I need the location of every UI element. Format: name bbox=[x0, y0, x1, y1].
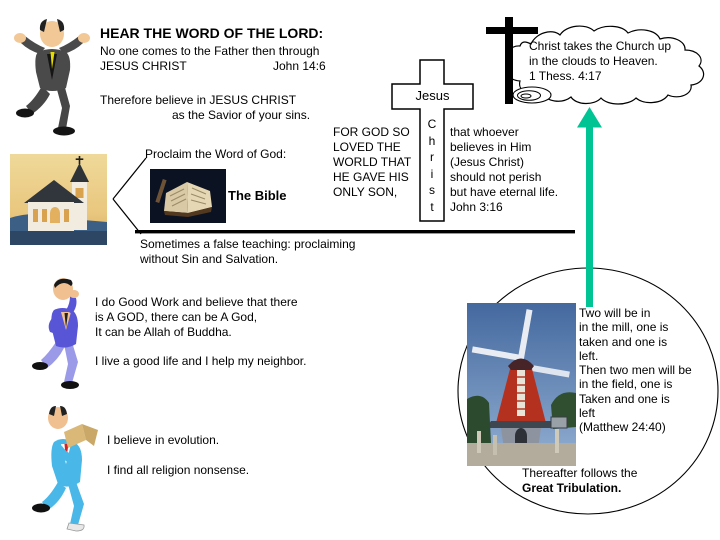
evolution-text: I believe in evolution. bbox=[107, 433, 220, 447]
cross-icon-bar bbox=[486, 27, 538, 34]
reading-man-clipart bbox=[32, 406, 98, 532]
false-teaching-line1: Sometimes a false teaching: proclaiming bbox=[140, 237, 356, 251]
preacher-clipart bbox=[14, 19, 90, 136]
great-tribulation-text: Great Tribulation. bbox=[522, 481, 622, 495]
proud-man-clipart bbox=[32, 278, 79, 389]
thereafter-text: Thereafter follows the bbox=[522, 466, 638, 480]
windmill-photo bbox=[467, 303, 576, 466]
jesus-cross-shape bbox=[391, 59, 474, 222]
nonsense-text: I find all religion nonsense. bbox=[107, 463, 250, 477]
bible-caption: The Bible bbox=[228, 188, 287, 203]
rapture-arrow-icon bbox=[577, 107, 602, 307]
no-one-line2: JESUS CHRIST bbox=[100, 59, 187, 73]
john-14-6-reference: John 14:6 bbox=[273, 59, 326, 73]
false-teaching-line2: without Sin and Salvation. bbox=[140, 252, 279, 266]
good-life-text: I live a good life and I help my neighbo… bbox=[95, 354, 307, 368]
cloud-callout-text: Christ takes the Church up in the clouds… bbox=[529, 39, 672, 83]
open-bible-photo bbox=[150, 169, 226, 223]
connector-line-proclaim bbox=[112, 157, 147, 200]
cross-icon bbox=[505, 17, 513, 104]
cross-jesus-label: Jesus bbox=[415, 88, 450, 103]
divider-line bbox=[135, 230, 575, 234]
therefore-line2: as the Savior of your sins. bbox=[172, 108, 311, 122]
proclaim-label: Proclaim the Word of God: bbox=[145, 147, 287, 161]
good-works-text: I do Good Work and believe that there is… bbox=[95, 295, 298, 339]
connector-line-divider bbox=[112, 198, 142, 235]
cloud-tail-icon bbox=[512, 86, 552, 104]
no-one-line1: No one comes to the Father then through bbox=[100, 44, 320, 58]
page-title: HEAR THE WORD OF THE LORD: bbox=[100, 25, 324, 41]
church-photo bbox=[10, 154, 107, 245]
therefore-line1: Therefore believe in JESUS CHRIST bbox=[100, 93, 297, 107]
